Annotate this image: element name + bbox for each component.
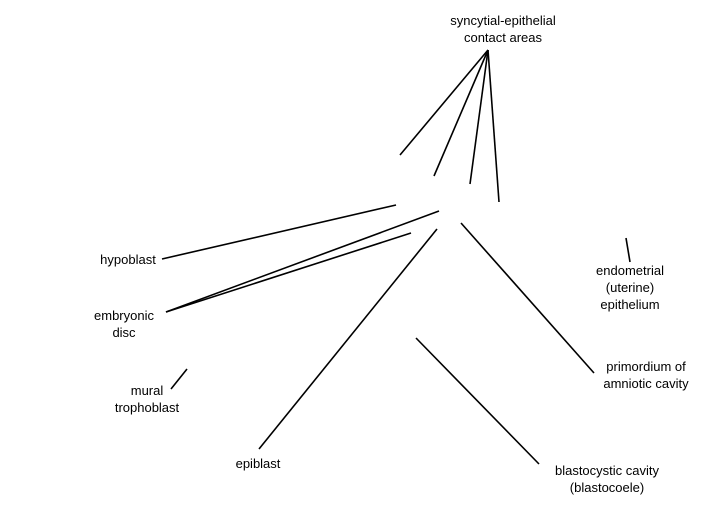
- label-line: endometrial: [596, 263, 664, 278]
- label-line: (uterine): [605, 280, 655, 295]
- label-epiblast: epiblast: [222, 455, 294, 472]
- label-line: trophoblast: [114, 400, 180, 415]
- label-line: hypoblast: [100, 252, 156, 267]
- label-line: mural: [130, 383, 164, 398]
- label-mural-trophoblast: mural trophoblast: [104, 382, 190, 416]
- leader-line-embryonic-disc-1: [165, 210, 440, 313]
- leader-line-primordium-amniotic: [460, 222, 595, 374]
- leader-line-epiblast: [258, 228, 438, 450]
- leader-line-mural-trophoblast: [170, 368, 188, 390]
- leader-line-syncytial-3: [469, 49, 489, 185]
- label-line: epithelium: [600, 297, 660, 312]
- label-line: blastocystic cavity: [554, 463, 660, 478]
- label-blastocystic-cavity: blastocystic cavity (blastocoele): [540, 462, 674, 496]
- leader-line-hypoblast: [161, 204, 397, 260]
- label-line: (blastocoele): [569, 480, 645, 495]
- leader-line-embryonic-disc-2: [165, 232, 412, 313]
- label-line: primordium of: [606, 359, 686, 374]
- label-embryonic-disc: embryonic disc: [84, 307, 164, 341]
- label-endometrial-uterine-epithelium: endometrial (uterine) epithelium: [582, 262, 678, 313]
- label-line: embryonic: [94, 308, 154, 323]
- label-line: disc: [112, 325, 136, 340]
- leader-line-syncytial-2: [433, 49, 489, 177]
- label-primordium-of-amniotic-cavity: primordium of amniotic cavity: [590, 358, 702, 392]
- label-hypoblast: hypoblast: [88, 251, 168, 268]
- label-syncytial-epithelial-contact-areas: syncytial-epithelial contact areas: [436, 12, 570, 46]
- label-line: syncytial-epithelial: [450, 13, 556, 28]
- label-line: epiblast: [235, 456, 281, 471]
- leader-line-syncytial-4: [487, 49, 500, 203]
- label-line: amniotic cavity: [603, 376, 689, 391]
- label-line: contact areas: [463, 30, 543, 45]
- leader-line-blastocystic-cavity: [415, 337, 540, 465]
- leader-line-endometrial: [625, 237, 631, 263]
- leader-line-syncytial-1: [399, 49, 489, 156]
